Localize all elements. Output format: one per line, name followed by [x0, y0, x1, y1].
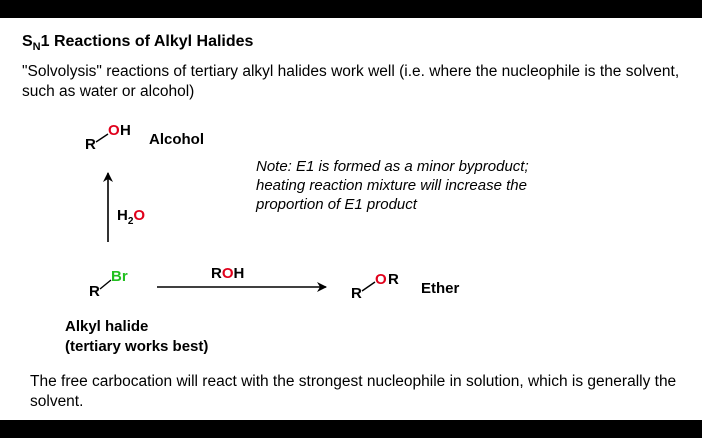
- alcohol-h: H: [120, 122, 131, 139]
- ether-label: Ether: [421, 280, 460, 297]
- halide-r: R: [89, 283, 100, 300]
- alcohol-r: R: [85, 136, 96, 153]
- slide-title: SN1 Reactions of Alkyl Halides: [22, 33, 254, 54]
- alcohol-o: O: [108, 122, 120, 139]
- bottom-text: The free carbocation will react with the…: [30, 373, 677, 410]
- alkyl-halide-structure: R Br: [89, 268, 128, 300]
- note-text: Note: E1 is formed as a minor byproduct;…: [256, 157, 529, 214]
- note-line-3: proportion of E1 product: [256, 196, 417, 213]
- alcohol-structure: R O H: [85, 122, 131, 153]
- alkyl-halide-label-line-1: Alkyl halide: [65, 318, 149, 335]
- halide-bond: [99, 279, 112, 290]
- slide: SN1 Reactions of Alkyl Halides "Solvolys…: [0, 18, 702, 420]
- halide-br: Br: [111, 268, 128, 285]
- ether-r2: R: [388, 271, 399, 288]
- ether-bond: [361, 281, 376, 292]
- intro-text: "Solvolysis" reactions of tertiary alkyl…: [22, 63, 680, 100]
- alkyl-halide-label: Alkyl halide (tertiary works best): [65, 317, 208, 357]
- note-line-2: heating reaction mixture will increase t…: [256, 177, 527, 194]
- ether-structure: R O R: [351, 271, 399, 302]
- reaction-scheme: R O H Alcohol H2O R Br ROH R O: [85, 122, 460, 302]
- roh-reagent: ROH: [211, 265, 244, 282]
- ether-o: O: [375, 271, 387, 288]
- alkyl-halide-label-line-2: (tertiary works best): [65, 338, 209, 355]
- ether-r: R: [351, 285, 362, 302]
- alcohol-bond: [95, 133, 109, 143]
- note-line-1: Note: E1 is formed as a minor byproduct;: [256, 158, 529, 175]
- alcohol-label: Alcohol: [149, 131, 204, 148]
- water-reagent: H2O: [117, 207, 145, 227]
